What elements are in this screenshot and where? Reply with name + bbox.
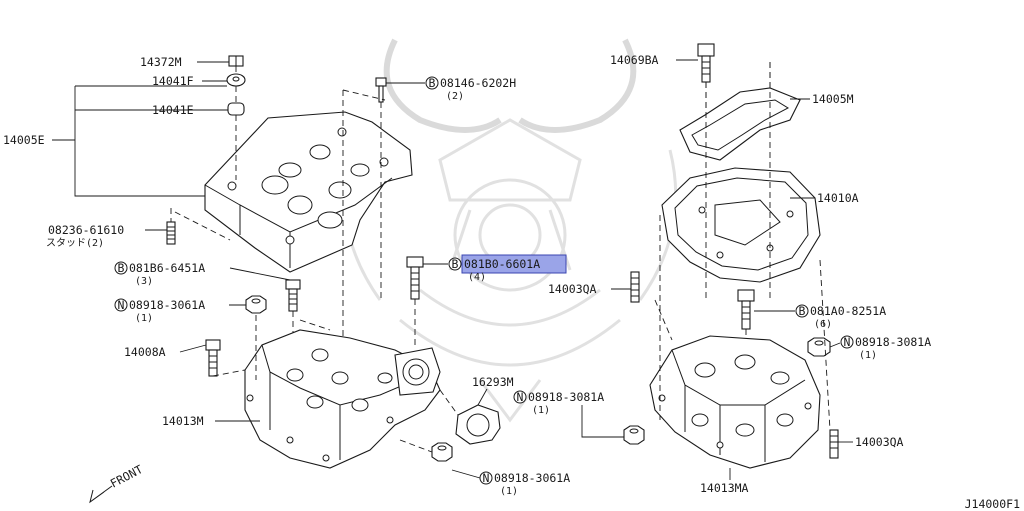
bolt-081B0-6601A[interactable]	[406, 256, 424, 300]
label-08918-3081A-right[interactable]: 08918-3081A	[855, 335, 931, 349]
prefix-n-3061-top: N	[118, 298, 125, 312]
label-14005E[interactable]: 14005E	[3, 133, 45, 147]
label-081B6-6451A[interactable]: 081B6-6451A	[129, 261, 205, 275]
prefix-b-081B6: B	[118, 261, 125, 275]
part-14041E[interactable]	[227, 102, 245, 116]
label-14008A[interactable]: 14008A	[124, 345, 166, 359]
leader-lines	[52, 59, 853, 480]
prefix-b-08146: B	[429, 76, 436, 90]
label-08918-3081A-right-qty: (1)	[859, 350, 877, 361]
bolt-081A0-8251A[interactable]	[737, 289, 755, 330]
label-081A0-qty: (6)	[814, 319, 832, 330]
label-14010A[interactable]: 14010A	[817, 191, 859, 205]
upper-collector-14005E[interactable]	[204, 111, 413, 273]
label-08918-3061A-top[interactable]: 08918-3061A	[129, 298, 205, 312]
label-14041F[interactable]: 14041F	[152, 74, 194, 88]
leader-stud	[170, 208, 231, 241]
label-14069BA[interactable]: 14069BA	[610, 53, 659, 67]
label-14003QA-left[interactable]: 14003QA	[548, 282, 597, 296]
prefix-n-3081-mid: N	[517, 390, 524, 404]
leader-3061-bot-link	[399, 439, 433, 453]
gasket-14005M[interactable]	[679, 87, 801, 161]
label-14041E[interactable]: 14041E	[152, 103, 194, 117]
label-14013MA[interactable]: 14013MA	[700, 481, 749, 495]
prefix-markers	[114, 76, 854, 485]
front-label: FRONT	[108, 462, 145, 491]
label-08918-3081A-mid[interactable]: 08918-3081A	[528, 390, 604, 404]
front-arrow-icon	[89, 485, 113, 504]
label-08918-3061A-bottom[interactable]: 08918-3061A	[494, 471, 570, 485]
label-14372M[interactable]: 14372M	[140, 55, 182, 69]
leader-16293M-link	[439, 389, 459, 416]
label-08146-6202H[interactable]: 08146-6202H	[440, 76, 516, 90]
label-14003QA-right[interactable]: 14003QA	[855, 435, 904, 449]
part-14041F[interactable]	[226, 73, 246, 87]
label-081B6-qty: (3)	[135, 276, 153, 287]
highlight-081B0	[461, 254, 567, 274]
part-14372M[interactable]	[228, 55, 244, 67]
gasket-16293M[interactable]	[455, 404, 501, 445]
label-14013M[interactable]: 14013M	[162, 414, 204, 428]
throttle-flange[interactable]	[394, 347, 441, 396]
label-08918-3061A-top-qty: (1)	[135, 313, 153, 324]
bolt-14008A[interactable]	[205, 339, 221, 377]
nut-08918-3061A-top[interactable]	[245, 295, 267, 314]
label-081B0-qty: (4)	[468, 272, 486, 283]
diagram-code: J14000F1	[965, 497, 1020, 511]
prefix-n-3081-right: N	[844, 335, 851, 349]
nut-08918-3061A-bottom[interactable]	[431, 442, 453, 462]
stud-14003QA-left[interactable]	[630, 271, 640, 303]
label-08236-note: スタッド(2)	[46, 237, 104, 249]
construction-lines-right	[654, 62, 831, 431]
lower-manifold-14013MA[interactable]	[649, 335, 821, 469]
label-081A0-8251A[interactable]: 081A0-8251A	[810, 304, 886, 318]
nut-08918-3081A-mid[interactable]	[623, 425, 645, 445]
label-08918-3061A-bottom-qty: (1)	[500, 486, 518, 497]
bolt-14069BA[interactable]	[697, 43, 715, 83]
nut-08918-3081A-right[interactable]	[807, 337, 831, 357]
label-08146-qty: (2)	[446, 91, 464, 102]
prefix-b-081B0: B	[452, 257, 459, 271]
prefix-b-081A0: B	[799, 304, 806, 318]
label-16293M[interactable]: 16293M	[472, 375, 514, 389]
label-081B0-6601A[interactable]: 081B0-6601A	[464, 257, 540, 271]
stud-14003QA-right[interactable]	[829, 429, 839, 459]
bolt-081B6-6451A[interactable]	[285, 279, 301, 312]
gasket-14010A[interactable]	[661, 167, 821, 283]
stud-08236-61610[interactable]	[166, 221, 176, 245]
prefix-n-3061-bot: N	[483, 471, 490, 485]
label-08236-61610[interactable]: 08236-61610	[48, 223, 124, 237]
construction-lines-left	[212, 89, 386, 380]
label-08918-3081A-mid-qty: (1)	[532, 405, 550, 416]
label-14005M[interactable]: 14005M	[812, 92, 854, 106]
lower-manifold-14013M[interactable]	[244, 329, 441, 469]
